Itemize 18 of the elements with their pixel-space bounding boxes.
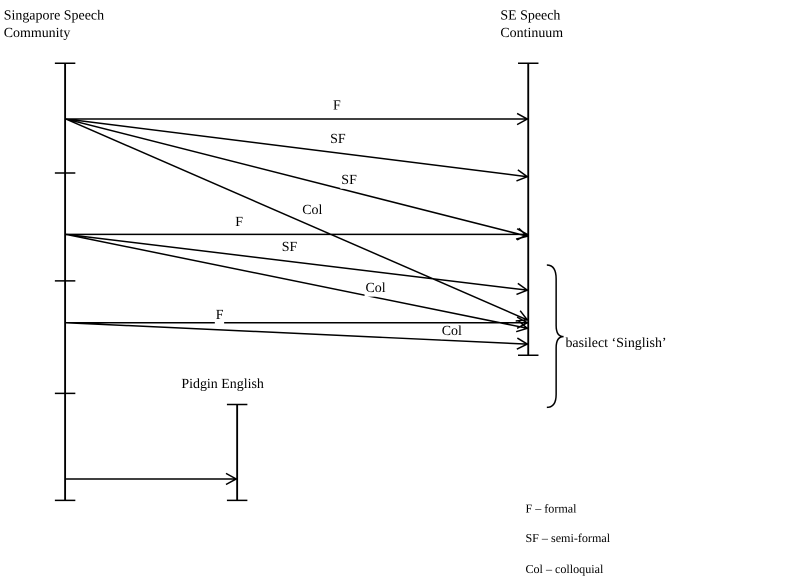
arrow: [66, 118, 528, 182]
axis-title: Pidgin English: [181, 376, 265, 394]
key-entry: SF – semi-formal: [525, 530, 610, 547]
key-entry: Col – colloquial: [525, 560, 604, 577]
arrow: [66, 472, 237, 486]
arrow: [66, 234, 528, 332]
edge-label: F: [214, 308, 224, 324]
edge-label: SF: [340, 172, 358, 189]
edge-label: Col: [364, 280, 387, 297]
axis-title: Singapore Speech Community: [4, 7, 106, 43]
axis-title: SE Speech Continuum: [500, 7, 564, 43]
arrow: [66, 322, 528, 350]
bracket-label: basilect ‘Singlish’: [565, 334, 667, 353]
arrow: [66, 118, 528, 322]
edge-label: Col: [440, 324, 463, 340]
arrow: [66, 228, 528, 241]
key-entry: F – formal: [525, 500, 576, 518]
arrow: [66, 118, 528, 240]
